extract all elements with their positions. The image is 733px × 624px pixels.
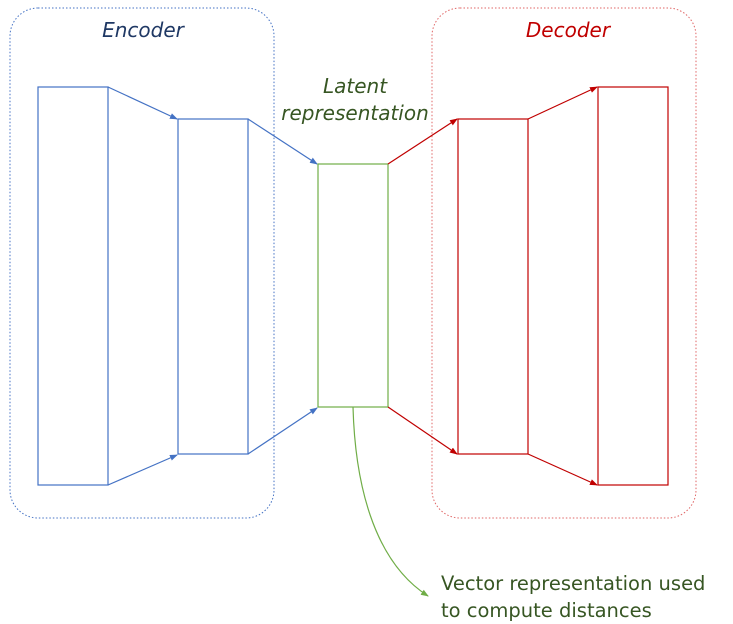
decoder-hidden-layer — [457, 118, 529, 455]
decoder-dotted-box — [431, 7, 697, 519]
encoder-hidden-layer — [177, 118, 249, 455]
latent-layer — [317, 163, 389, 408]
note-line1: Vector representation used — [441, 572, 705, 595]
note-line2: to compute distances — [441, 599, 652, 622]
encoder-arrow-top-1 — [107, 86, 178, 120]
decoder-arrow-top-2 — [527, 86, 598, 120]
encoder-arrow-top-2 — [247, 118, 318, 165]
latent-group: Latent representation — [281, 74, 429, 597]
latent-label-line1: Latent — [323, 74, 388, 98]
latent-to-note-arrow — [352, 406, 429, 597]
decoder-group: Decoder — [387, 7, 697, 519]
decoder-arrow-bottom-1 — [387, 406, 458, 455]
decoder-arrow-top-1 — [387, 118, 458, 165]
latent-label-line2: representation — [281, 101, 429, 125]
vector-note: Vector representation used to compute di… — [441, 572, 705, 622]
decoder-output-layer — [597, 86, 669, 486]
encoder-group: Encoder — [9, 7, 318, 519]
encoder-arrow-bottom-1 — [107, 454, 178, 486]
encoder-input-layer — [37, 86, 109, 486]
encoder-dotted-box — [9, 7, 275, 519]
decoder-label: Decoder — [526, 18, 612, 42]
encoder-label: Encoder — [102, 18, 186, 42]
encoder-arrow-bottom-2 — [247, 407, 318, 455]
decoder-arrow-bottom-2 — [527, 453, 598, 486]
